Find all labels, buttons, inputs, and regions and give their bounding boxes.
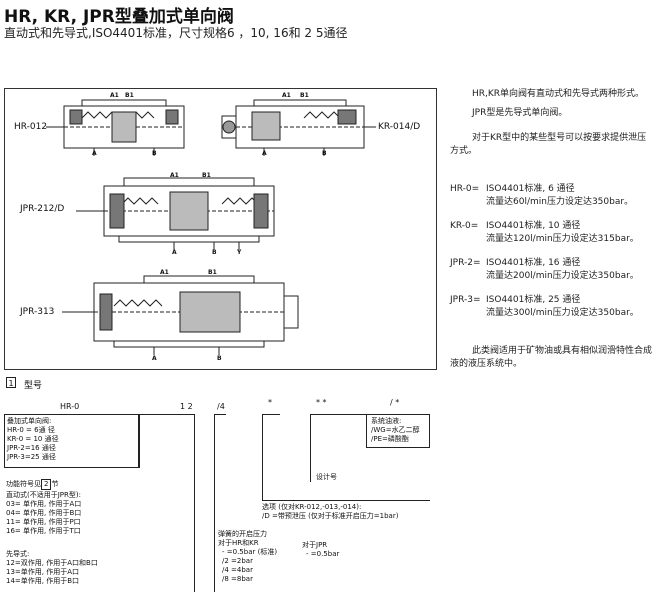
direct-acting-list: 直动式(不适用于JPR型): 03= 单作用, 作用于A口 04= 单作用, 作… <box>6 491 82 535</box>
options: 选项 (仅对KR-012,-013,-014): /D =带预泄压 (仅对于标准… <box>262 503 399 520</box>
code-seal: / * <box>390 398 400 407</box>
label-jpr-212d: JPR-212/D <box>20 204 65 214</box>
port-b1-jpr313: B1 <box>208 269 217 276</box>
port-a1-kr: A1 <box>282 92 291 99</box>
port-b1-kr: B1 <box>300 92 309 99</box>
port-b-jpr313: B <box>217 355 222 362</box>
port-a1-jpr313: A1 <box>160 269 169 276</box>
port-a-jpr212: A <box>172 249 177 256</box>
port-a-jpr313: A <box>152 355 157 362</box>
desc-p3: 对于KR型中的某些型号可以按要求提供泄压方式。 <box>450 133 647 156</box>
port-a1-jpr212: A1 <box>170 172 179 179</box>
port-b-kr: B <box>322 150 327 157</box>
port-b1-hr: B1 <box>125 92 134 99</box>
spec-item: HR-0=ISO4401标准, 6 通径 流量达60l/min压力设定达350b… <box>450 184 634 207</box>
hr-012-drawing <box>46 99 185 156</box>
label-kr-014d: KR-014/D <box>378 122 421 132</box>
kr-014-drawing <box>221 99 376 156</box>
pilot-operated-list: 先导式: 12=双作用, 作用于A口和B口 13=单作用, 作用于A口 14=单… <box>6 550 98 585</box>
desc-p4: 此类阀适用于矿物油或具有相似润滑特性合成液的液压系统中。 <box>450 346 653 369</box>
section-number: 1 <box>6 377 16 388</box>
desc-p1: HR,KR单向阀有直动式和先导式两种形式。 <box>472 89 645 99</box>
spring-pressure-jpr: 对于JPR - =0.5bar <box>302 541 340 558</box>
port-y-jpr212: Y <box>237 249 242 256</box>
label-jpr-313: JPR-313 <box>20 307 55 317</box>
code-design: * * <box>316 398 327 407</box>
desc-p4-wrap: 此类阀适用于矿物油或具有相似润滑特性合成液的液压系统中。 <box>450 345 654 371</box>
desc-p2: JPR型是先导式单向阀。 <box>472 108 568 118</box>
spring-pressure: 弹簧的开启压力 对于HR和KR - =0.5bar (标准) /2 =2bar … <box>218 530 278 583</box>
spec-list: HR-0=ISO4401标准, 6 通径 流量达60l/min压力设定达350b… <box>450 183 654 331</box>
code-series: HR-0 <box>60 402 80 411</box>
function-section-box: 2 <box>41 479 52 490</box>
page-subtitle: 直动式和先导式,ISO4401标准，尺寸规格6 ，10, 16和 2 5通径 <box>4 26 348 40</box>
code-spring: /4 <box>217 402 225 411</box>
code-function: 1 2 <box>180 402 193 411</box>
design-number: 设计号 <box>316 473 337 481</box>
description: HR,KR单向阀有直动式和先导式两种形式。 JPR型是先导式单向阀。 对于KR型… <box>450 88 652 158</box>
fluid-box: 系统油液: /WG=水乙二醇 /PE=磷酸酯 <box>366 414 430 448</box>
section-title: 型号 <box>24 381 43 391</box>
jpr-313-drawing <box>62 275 299 355</box>
valve-type-box: 叠加式单向阀: HR-0 = 6通 径 KR-0 = 10 通径 JPR-2=1… <box>4 414 140 468</box>
label-hr-012: HR-012 <box>14 122 48 132</box>
drawings-frame <box>4 88 437 370</box>
port-a-hr: A <box>92 150 97 157</box>
spec-item: JPR-3=ISO4401标准, 25 通径 流量达300l/min压力设定达3… <box>450 295 639 318</box>
port-a1-hr: A1 <box>110 92 119 99</box>
spec-item: KR-0=ISO4401标准, 10 通径 流量达120l/min压力设定达31… <box>450 221 639 244</box>
port-a-kr: A <box>262 150 267 157</box>
port-b-hr: B <box>152 150 157 157</box>
page-title: HR, KR, JPR型叠加式单向阀 <box>4 7 234 27</box>
valve-drawings <box>46 99 376 355</box>
port-b1-jpr212: B1 <box>202 172 211 179</box>
spec-item: JPR-2=ISO4401标准, 16 通径 流量达200l/min压力设定达3… <box>450 258 639 281</box>
code-option: * <box>268 398 272 407</box>
port-b-jpr212: B <box>212 249 217 256</box>
jpr-212-drawing <box>76 177 275 250</box>
